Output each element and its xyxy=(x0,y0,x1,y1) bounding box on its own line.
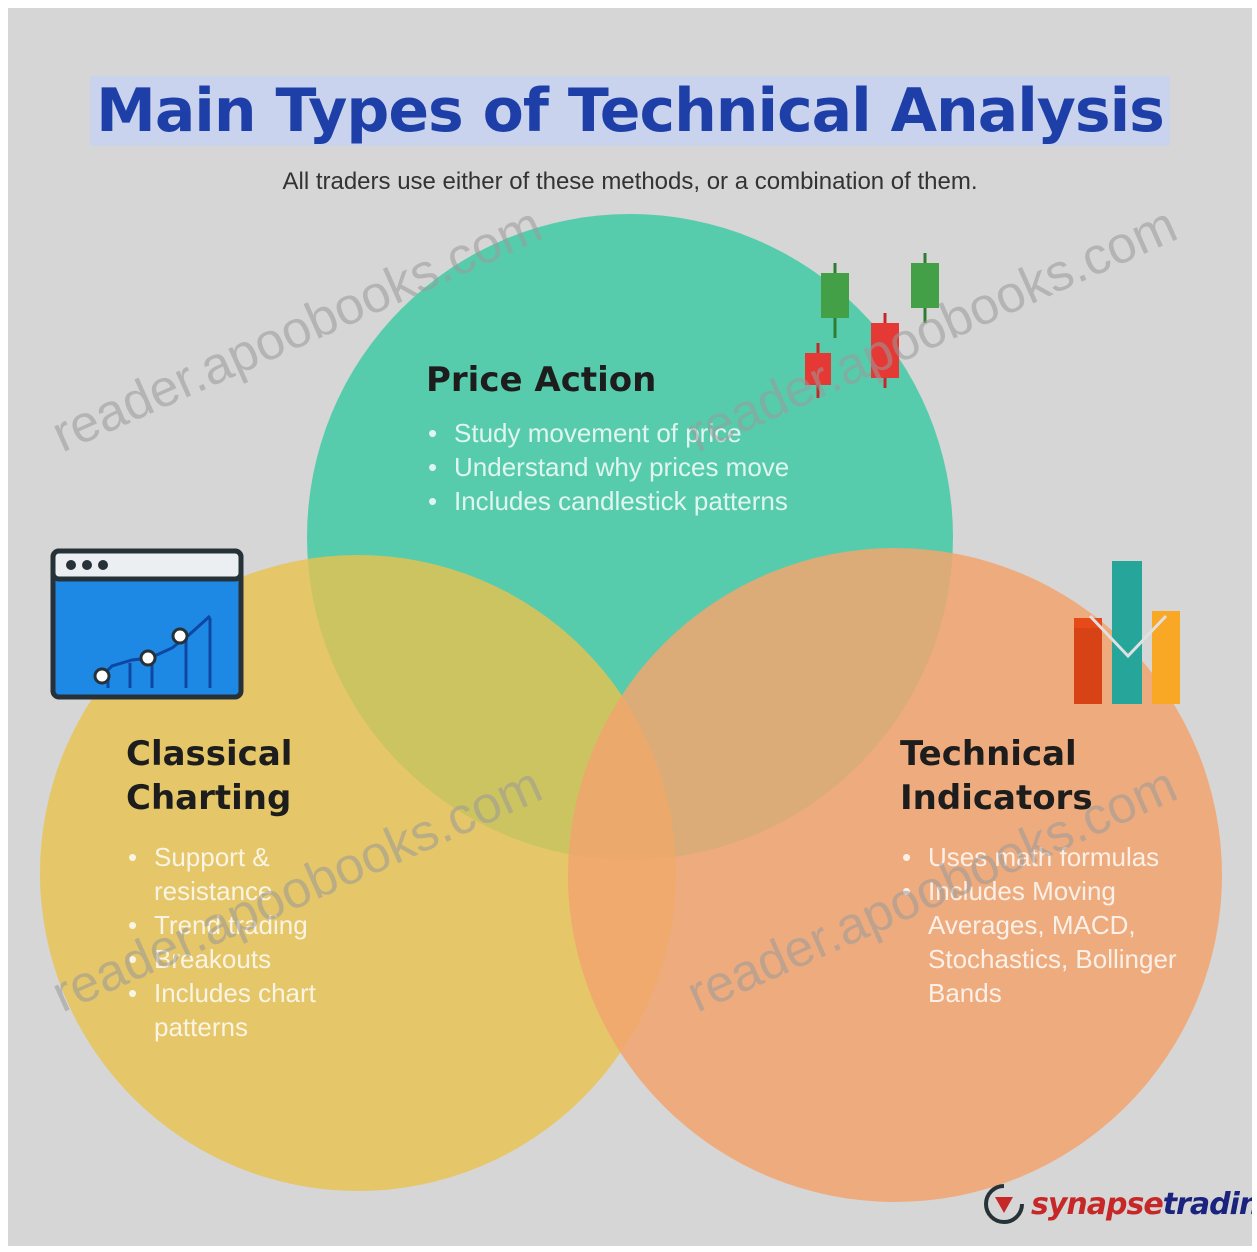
list-item: Uses math formulas xyxy=(900,840,1180,874)
list-item: Breakouts xyxy=(126,942,386,976)
list-item: Includes candlestick patterns xyxy=(426,484,896,518)
technical-indicators-heading: Technical Indicators xyxy=(900,732,1093,820)
classical-charting-bullets: Support & resistance Trend trading Break… xyxy=(126,840,386,1044)
technical-indicators-bullets: Uses math formulas Includes Moving Avera… xyxy=(900,840,1180,1010)
classical-charting-heading: Classical Charting xyxy=(126,732,292,820)
infographic-canvas: Main Types of Technical Analysis All tra… xyxy=(8,8,1252,1246)
list-item: Includes Moving Averages, MACD, Stochast… xyxy=(900,874,1180,1010)
candle-red-small xyxy=(805,343,831,398)
browser-line-chart-icon xyxy=(50,548,244,700)
list-item: Trend trading xyxy=(126,908,386,942)
title-text: Main Types of Technical Analysis xyxy=(90,76,1170,146)
list-item: Study movement of price xyxy=(426,416,896,450)
candle-green-left xyxy=(821,263,849,338)
logo-text-part2: trading xyxy=(1162,1186,1252,1222)
list-item: Support & resistance xyxy=(126,840,386,908)
logo-text-part1: synapse xyxy=(1031,1186,1164,1222)
logo-text: synapsetrading xyxy=(1031,1187,1252,1222)
technical-heading-line1: Technical xyxy=(900,734,1077,774)
classical-heading-line1: Classical xyxy=(126,734,293,774)
synapsetrading-logo: synapsetrading xyxy=(983,1183,1252,1225)
candle-green-right xyxy=(911,253,939,323)
list-item: Includes chart patterns xyxy=(126,976,386,1044)
candle-red-tall xyxy=(871,313,899,388)
page-title: Main Types of Technical Analysis xyxy=(8,76,1252,146)
list-item: Understand why prices move xyxy=(426,450,896,484)
classical-heading-line2: Charting xyxy=(126,778,292,818)
page-subtitle: All traders use either of these methods,… xyxy=(282,168,978,195)
bar-chart-icon xyxy=(1074,561,1180,704)
candlestick-chart-icon xyxy=(805,253,939,398)
price-action-heading: Price Action xyxy=(426,360,657,400)
logo-swirl-icon xyxy=(984,1184,1024,1224)
technical-heading-line2: Indicators xyxy=(900,778,1093,818)
price-action-bullets: Study movement of price Understand why p… xyxy=(426,416,896,518)
